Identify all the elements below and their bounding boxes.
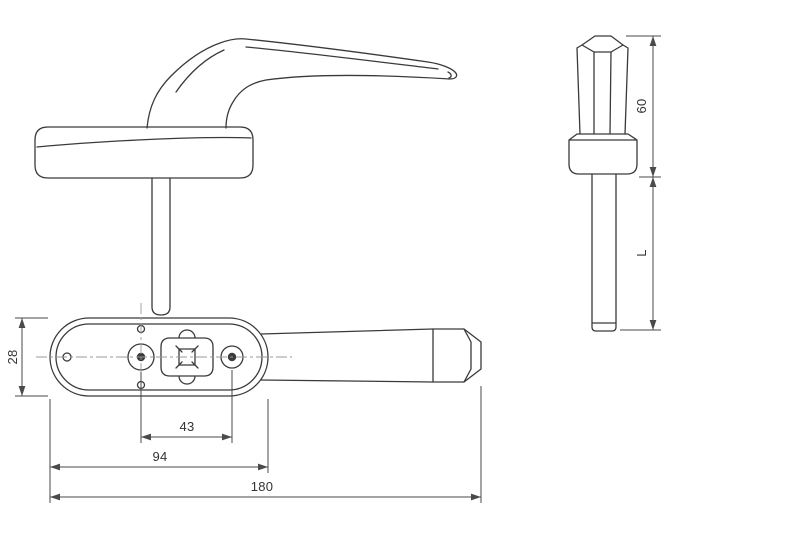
backplate-inner bbox=[55, 323, 263, 391]
dimensions: 28 43 94 180 60 L bbox=[5, 35, 661, 503]
spindle-head-facet-lines bbox=[593, 51, 612, 135]
spindle-view bbox=[568, 35, 638, 332]
dimension-180: 180 bbox=[50, 386, 482, 503]
plan-view bbox=[49, 317, 482, 397]
dim-L-label: L bbox=[634, 249, 649, 257]
spindle-head-top-face bbox=[581, 35, 624, 53]
dim-94-label: 94 bbox=[152, 449, 167, 464]
lever-highlight-lines bbox=[175, 46, 452, 93]
lever-outline bbox=[146, 38, 458, 129]
dim-180-label: 180 bbox=[251, 479, 274, 494]
backplate-outer bbox=[49, 317, 269, 397]
dim-43-extension-lines bbox=[140, 370, 233, 443]
dim-43-label: 43 bbox=[179, 419, 194, 434]
dim-60-label: 60 bbox=[634, 98, 649, 113]
spring-cassette bbox=[160, 329, 214, 385]
rose-top-face-line bbox=[36, 136, 252, 148]
dimension-28: 28 bbox=[5, 317, 48, 397]
spindle-collar bbox=[568, 133, 638, 175]
spindle-hole-corner-ticks bbox=[175, 345, 199, 369]
dimension-94: 94 bbox=[49, 399, 269, 503]
centerlines bbox=[36, 303, 292, 414]
rose-plate bbox=[34, 126, 254, 179]
dim-94-extension-lines bbox=[49, 399, 269, 503]
dimension-43: 43 bbox=[140, 370, 233, 443]
spindle-bar bbox=[591, 173, 617, 332]
spindle-head-sides bbox=[576, 44, 629, 135]
lever-end-octagon bbox=[432, 328, 482, 383]
dimension-L: L bbox=[620, 177, 661, 331]
dim-28-label: 28 bbox=[5, 349, 20, 364]
lever-end-facet-line bbox=[463, 328, 472, 383]
spindle-shaft-side bbox=[151, 177, 171, 316]
side-view bbox=[34, 38, 458, 316]
dimension-60: 60 bbox=[626, 35, 661, 178]
lever-arm-plan-lines bbox=[260, 328, 434, 383]
